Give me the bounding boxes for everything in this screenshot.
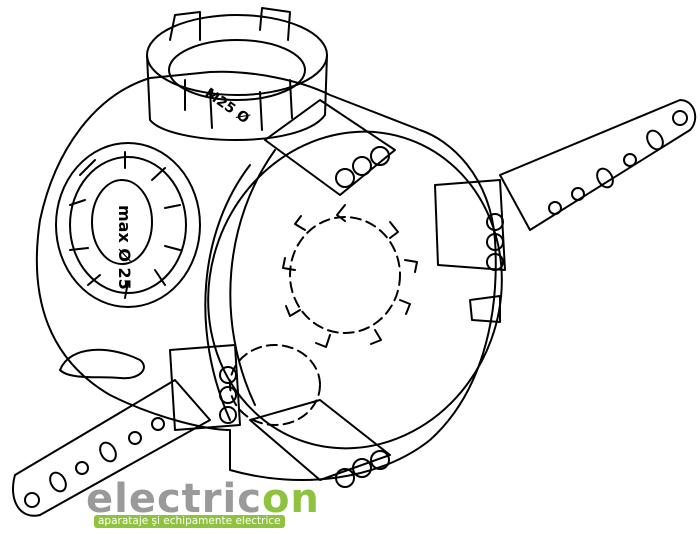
top-port: M25 Ø	[146, 7, 328, 141]
embossed-text-side: max Ø 25	[115, 205, 134, 290]
embossed-text-top: M25 Ø	[202, 85, 252, 127]
logo-word-part1: electric	[86, 476, 262, 522]
electricon-logo: electricon aparataje şi echipamente elec…	[86, 476, 376, 532]
right-clamp	[434, 179, 506, 323]
bottom-clamp	[249, 399, 391, 488]
box-body-outline	[35, 70, 497, 481]
logo-wordmark: electricon	[86, 476, 320, 522]
side-knockout: max Ø 25	[55, 142, 201, 308]
front-face	[207, 130, 503, 450]
lower-knockout	[59, 348, 145, 380]
logo-word-part2: on	[261, 476, 320, 522]
upper-clamp	[264, 99, 396, 196]
left-clamp	[169, 344, 241, 431]
front-ring	[204, 149, 276, 421]
left-arm	[12, 379, 211, 517]
right-arm	[499, 99, 697, 231]
logo-tagline: aparataje şi echipamente electrice	[94, 515, 285, 528]
bottom-knockout	[229, 344, 321, 426]
